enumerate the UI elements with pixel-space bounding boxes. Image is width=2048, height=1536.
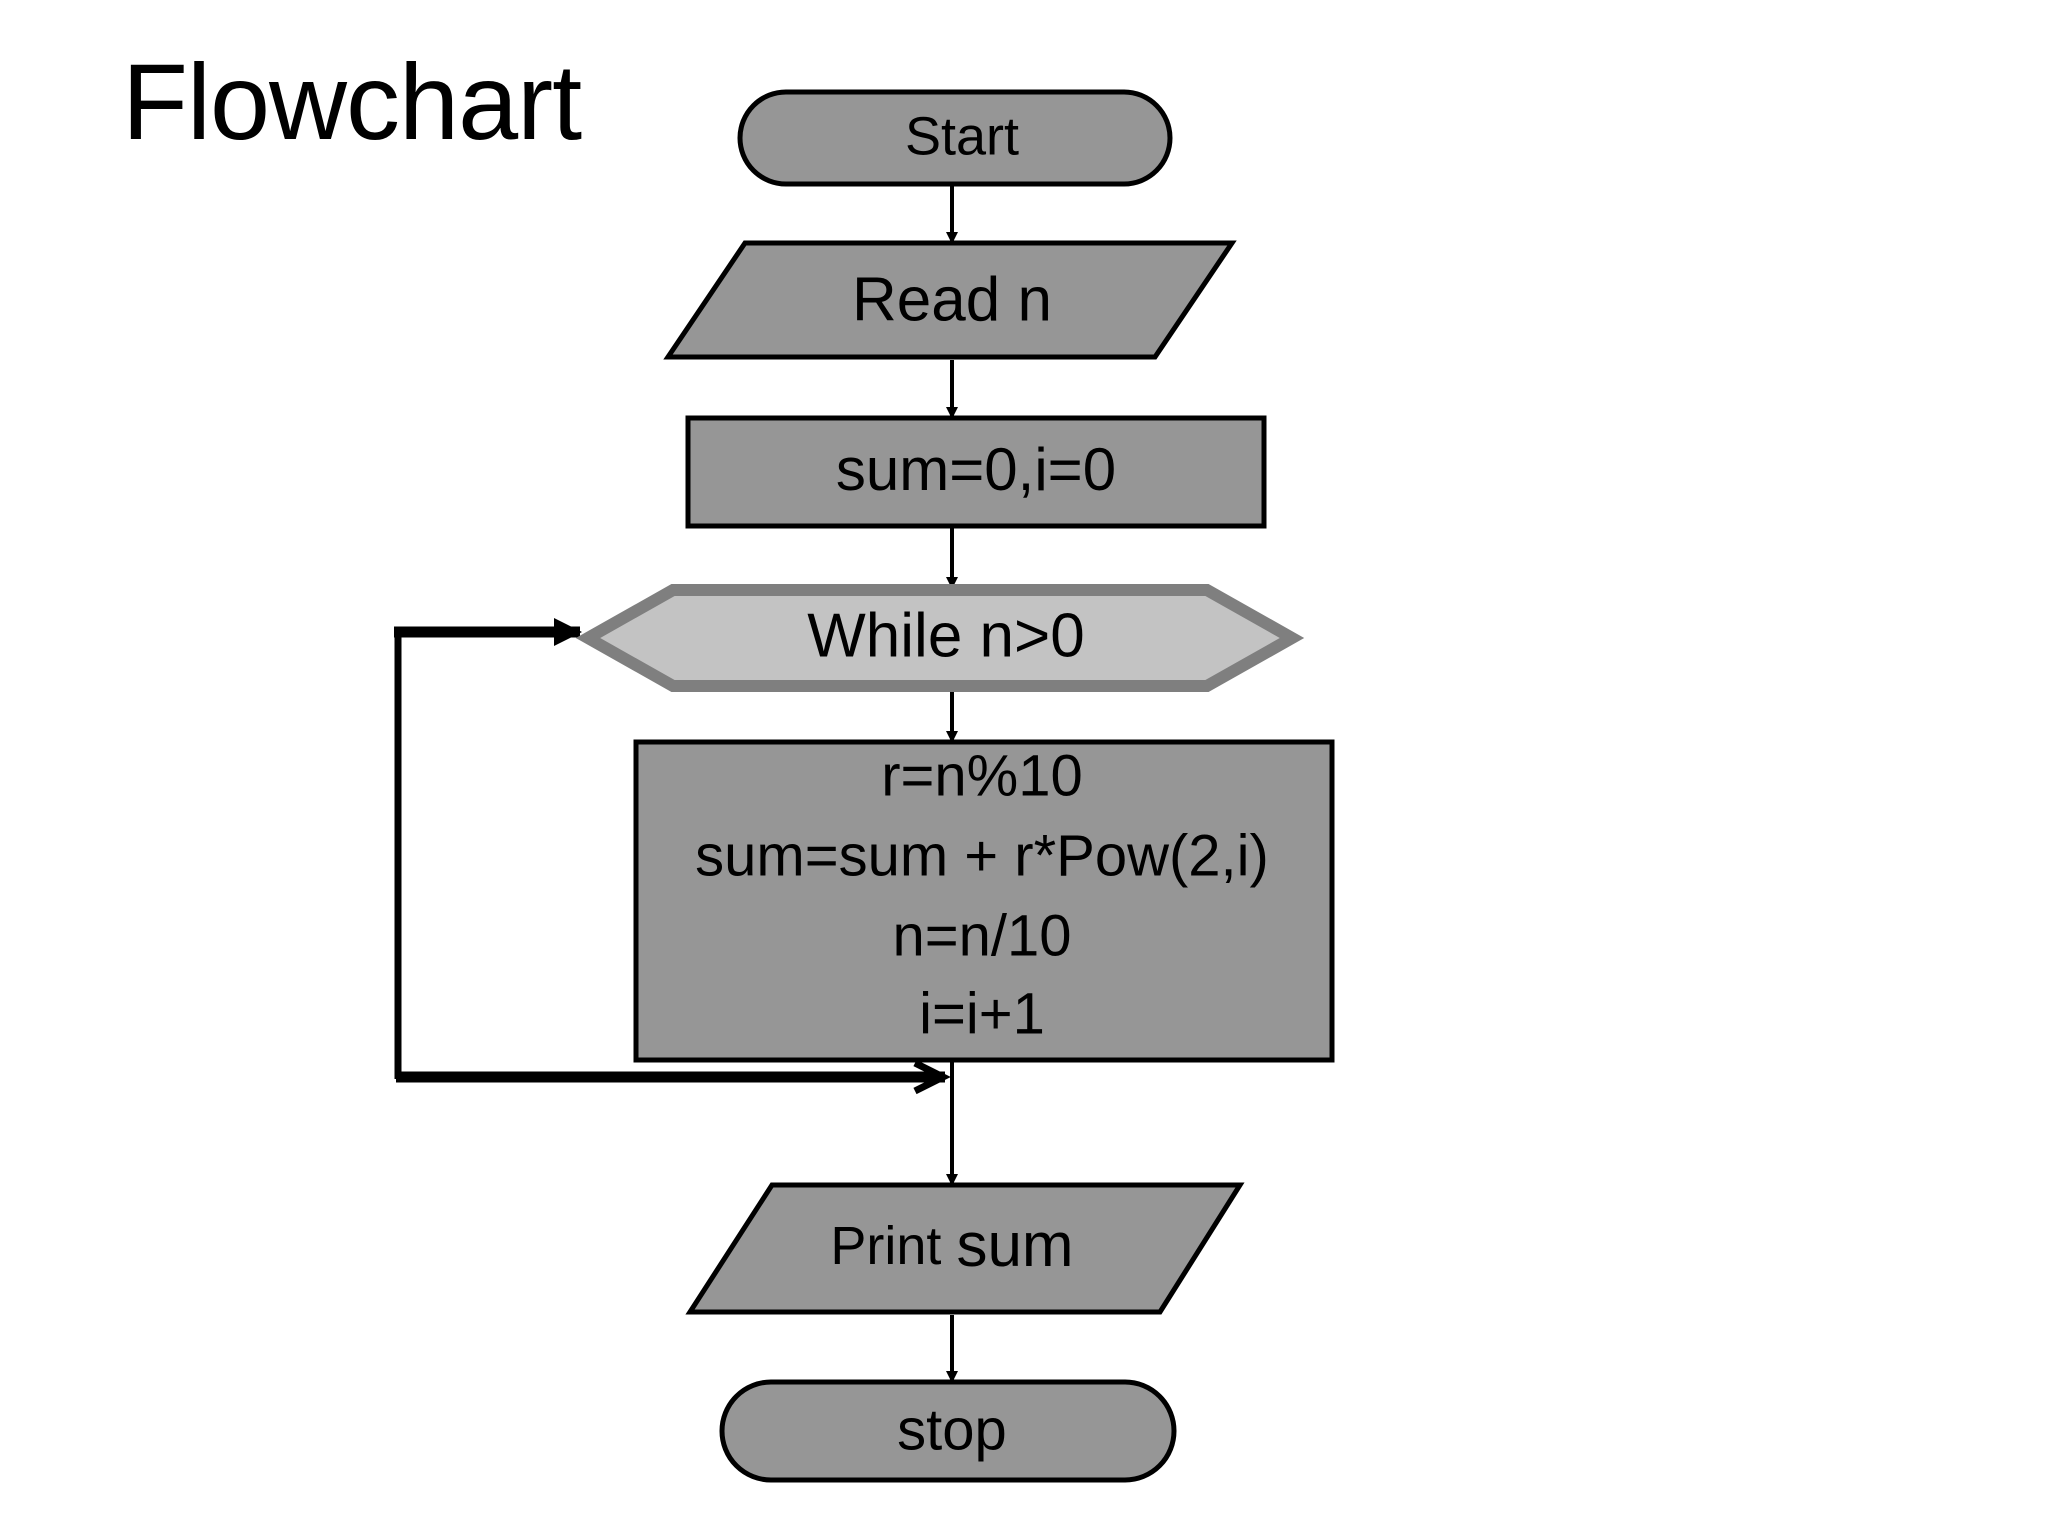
while-label: While n>0 <box>807 601 1084 670</box>
print-label: Print sum <box>830 1211 1073 1280</box>
node-start[interactable]: Start <box>737 89 1173 187</box>
loop-body-line-1: r=n%10 <box>881 743 1083 808</box>
stop-shape <box>719 1379 1177 1483</box>
node-loop-body[interactable]: r=n%10 sum=sum + r*Pow(2,i) n=n/10 i=i+1 <box>633 739 1335 1063</box>
connectors <box>394 182 958 1383</box>
while-shape <box>575 584 1305 692</box>
node-while[interactable]: While n>0 <box>575 584 1305 692</box>
node-init[interactable]: sum=0,i=0 <box>685 415 1267 529</box>
init-label: sum=0,i=0 <box>836 436 1116 503</box>
print-label-emphasis: sum <box>956 1211 1073 1280</box>
start-shape <box>737 89 1173 187</box>
node-read[interactable]: Read n <box>663 240 1237 360</box>
loop-body-line-3: n=n/10 <box>892 903 1071 968</box>
print-shape <box>685 1182 1245 1315</box>
page-title: Flowchart <box>122 41 582 162</box>
init-shape <box>685 415 1267 529</box>
loop-body-line-2: sum=sum + r*Pow(2,i) <box>695 823 1269 888</box>
node-stop[interactable]: stop <box>719 1379 1177 1483</box>
node-print[interactable]: Print sum <box>685 1182 1245 1315</box>
loop-body-shape <box>633 739 1335 1063</box>
loop-body-line-4: i=i+1 <box>919 981 1045 1046</box>
stop-label: stop <box>897 1397 1007 1462</box>
read-label: Read n <box>852 265 1052 334</box>
read-shape <box>663 240 1237 360</box>
start-label: Start <box>905 106 1019 166</box>
print-label-prefix: Print <box>830 1216 956 1276</box>
